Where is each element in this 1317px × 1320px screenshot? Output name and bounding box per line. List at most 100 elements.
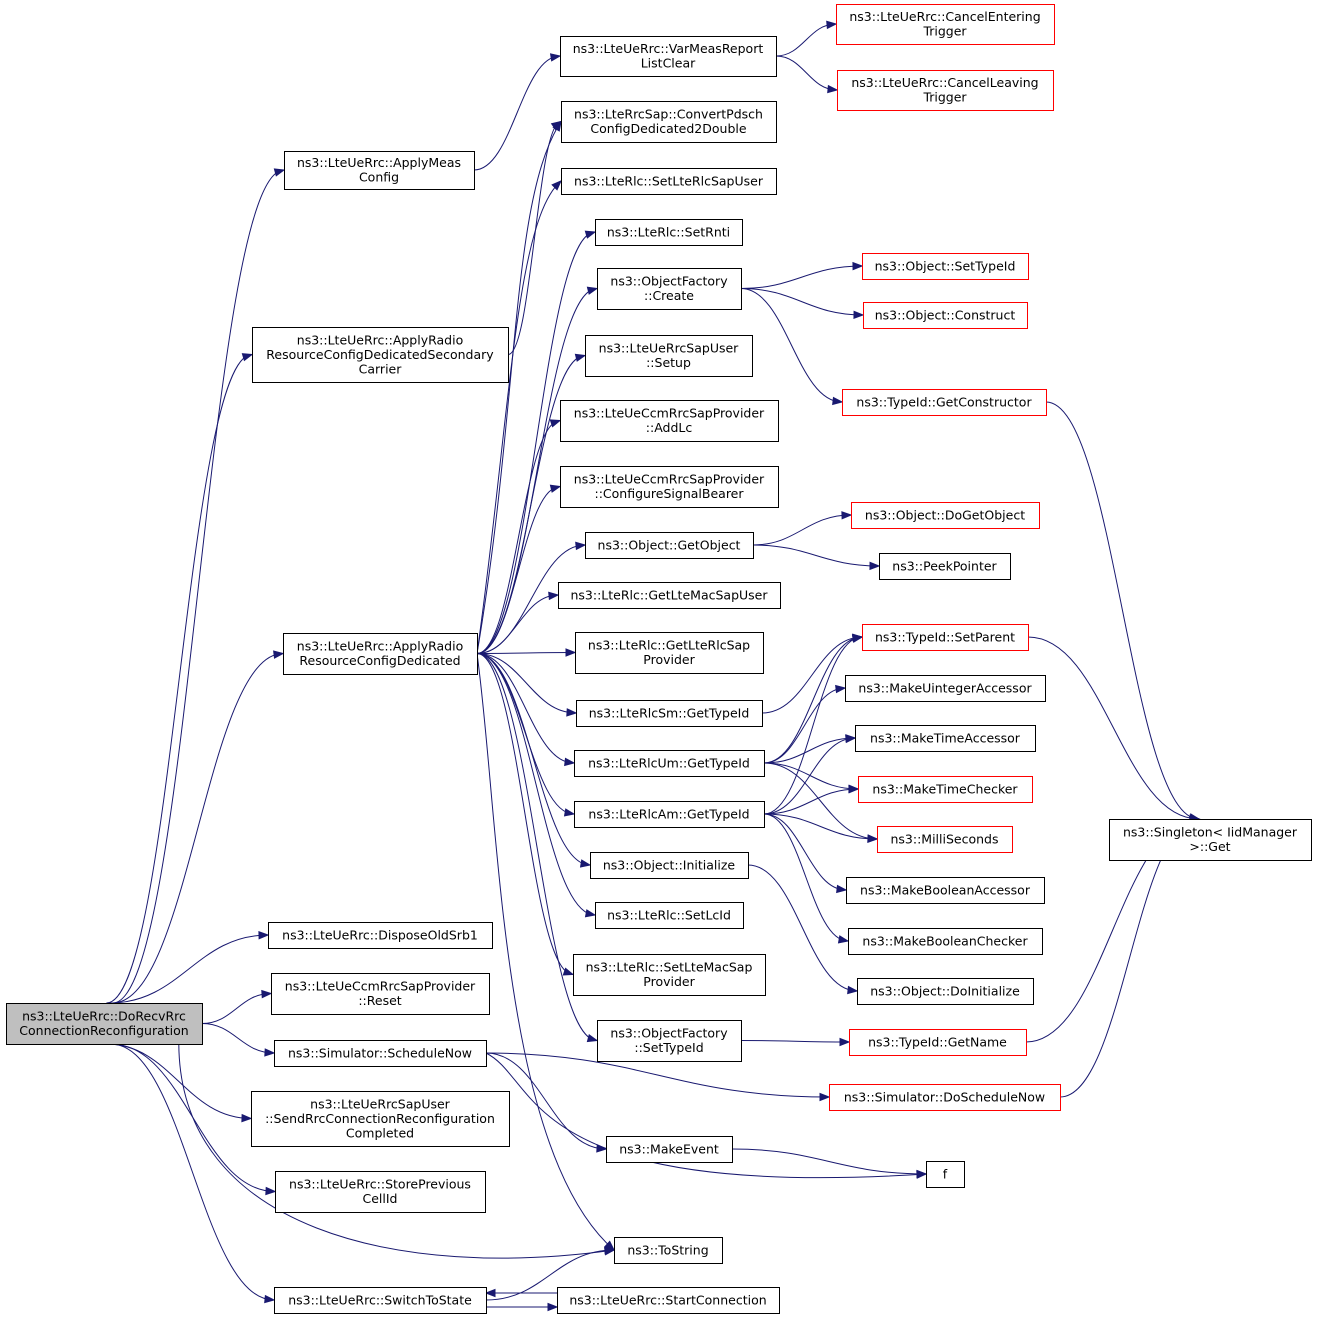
node-box bbox=[829, 1084, 1061, 1111]
node-setLcId[interactable]: ns3::LteRlc::SetLcId bbox=[595, 902, 744, 929]
node-label-line: ConfigDedicated2Double bbox=[590, 121, 746, 136]
node-makeEvent[interactable]: ns3::MakeEvent bbox=[606, 1136, 733, 1163]
node-makeBoolAcc[interactable]: ns3::MakeBooleanAccessor bbox=[846, 877, 1045, 904]
node-doSchedNow[interactable]: ns3::Simulator::DoScheduleNow bbox=[829, 1084, 1061, 1111]
node-fFunc[interactable]: f bbox=[926, 1161, 965, 1188]
arrowhead bbox=[836, 884, 848, 894]
node-label-line: Provider bbox=[643, 974, 695, 989]
node-label-line: ns3::LteRlcUm::GetTypeId bbox=[588, 755, 750, 770]
node-label-line: ns3::LteRlc::GetLteMacSapUser bbox=[571, 587, 769, 602]
edge-makeEvent-to-fFunc bbox=[731, 1148, 928, 1179]
node-box bbox=[1109, 819, 1312, 861]
node-label-line: ResourceConfigDedicated bbox=[299, 653, 460, 668]
arrowhead bbox=[551, 180, 562, 191]
node-getCtor[interactable]: ns3::TypeId::GetConstructor bbox=[842, 389, 1047, 416]
edge-doRecv-to-sendRrc bbox=[106, 1043, 253, 1123]
node-box bbox=[557, 1287, 780, 1314]
edge-doRecv-to-storePrev bbox=[110, 1043, 277, 1196]
node-setParent[interactable]: ns3::TypeId::SetParent bbox=[862, 624, 1029, 651]
node-applyRadioSec[interactable]: ns3::LteUeRrc::ApplyRadioResourceConfigD… bbox=[252, 327, 509, 383]
node-setRlcSapUser[interactable]: ns3::LteRlc::SetLteRlcSapUser bbox=[561, 168, 777, 195]
arrowhead bbox=[869, 561, 881, 571]
node-label-line: ResourceConfigDedicatedSecondary bbox=[266, 347, 494, 362]
node-ofSetType[interactable]: ns3::ObjectFactory::SetTypeId bbox=[597, 1020, 742, 1062]
node-confSignal[interactable]: ns3::LteUeCcmRrcSapProvider::ConfigureSi… bbox=[560, 466, 779, 508]
node-makeTimeChk[interactable]: ns3::MakeTimeChecker bbox=[858, 776, 1033, 803]
node-rlcUmType[interactable]: ns3::LteRlcUm::GetTypeId bbox=[574, 750, 765, 777]
node-applyRadio[interactable]: ns3::LteUeRrc::ApplyRadioResourceConfigD… bbox=[283, 633, 478, 675]
nodes-layer: ns3::LteUeRrc::DoRecvRrcConnectionReconf… bbox=[6, 4, 1312, 1314]
node-box bbox=[845, 675, 1046, 702]
node-label-line: ns3::TypeId::SetParent bbox=[875, 629, 1015, 644]
node-startConn[interactable]: ns3::LteUeRrc::StartConnection bbox=[557, 1287, 780, 1314]
node-sendRrc[interactable]: ns3::LteUeRrcSapUser::SendRrcConnectionR… bbox=[251, 1091, 510, 1147]
arrowhead bbox=[851, 634, 864, 643]
node-scheduleNow[interactable]: ns3::Simulator::ScheduleNow bbox=[274, 1040, 487, 1067]
edge-applyRadio-to-getMacSapUser bbox=[476, 591, 560, 654]
node-addLc[interactable]: ns3::LteUeCcmRrcSapProvider::AddLc bbox=[560, 400, 779, 442]
node-label-line: ns3::LteUeRrc::SwitchToState bbox=[288, 1292, 472, 1307]
arrowhead bbox=[841, 511, 853, 520]
node-label-line: ns3::MakeUintegerAccessor bbox=[858, 680, 1032, 695]
node-switchState[interactable]: ns3::LteUeRrc::SwitchToState bbox=[274, 1287, 487, 1314]
arrowhead bbox=[273, 168, 286, 177]
node-label-line: ns3::LteUeRrc::DisposeOldSrb1 bbox=[282, 927, 478, 942]
arrowhead bbox=[839, 1037, 851, 1047]
arrowhead bbox=[845, 734, 857, 744]
node-getName[interactable]: ns3::TypeId::GetName bbox=[849, 1029, 1027, 1056]
node-peekPtr[interactable]: ns3::PeekPointer bbox=[879, 553, 1011, 580]
arrowhead bbox=[549, 419, 562, 428]
node-makeBoolChk[interactable]: ns3::MakeBooleanChecker bbox=[848, 928, 1043, 955]
arrowhead bbox=[586, 286, 599, 295]
node-doRecv[interactable]: ns3::LteUeRrc::DoRecvRrcConnectionReconf… bbox=[6, 1003, 203, 1045]
node-box bbox=[590, 852, 749, 879]
node-rrcSapSetup[interactable]: ns3::LteUeRrcSapUser::Setup bbox=[585, 335, 753, 377]
node-label-line: ns3::Object::Construct bbox=[875, 307, 1016, 322]
node-ccmReset[interactable]: ns3::LteUeCcmRrcSapProvider::Reset bbox=[271, 973, 490, 1015]
node-label-line: ns3::Object::DoGetObject bbox=[865, 507, 1025, 522]
node-getObject[interactable]: ns3::Object::GetObject bbox=[585, 532, 754, 559]
node-objSetType[interactable]: ns3::Object::SetTypeId bbox=[862, 253, 1029, 280]
edge-applyRadio-to-toString bbox=[476, 653, 616, 1251]
node-label-line: ns3::Simulator::ScheduleNow bbox=[288, 1045, 472, 1060]
node-label-line: CellId bbox=[363, 1191, 398, 1206]
node-makeTimeAcc[interactable]: ns3::MakeTimeAccessor bbox=[855, 725, 1036, 752]
node-label-line: ::Create bbox=[644, 288, 694, 303]
node-box bbox=[284, 151, 475, 190]
node-milliSec[interactable]: ns3::MilliSeconds bbox=[877, 826, 1013, 853]
node-label-line: Completed bbox=[346, 1125, 414, 1140]
node-singleton[interactable]: ns3::Singleton< IidManager>::Get bbox=[1109, 819, 1312, 861]
node-objConstruct[interactable]: ns3::Object::Construct bbox=[863, 302, 1028, 329]
edge-doRecv-to-applyRadioSec bbox=[106, 353, 254, 1004]
node-convertPdsch[interactable]: ns3::LteRrcSap::ConvertPdschConfigDedica… bbox=[561, 101, 777, 143]
node-ofCreate[interactable]: ns3::ObjectFactory::Create bbox=[597, 268, 742, 310]
node-toString[interactable]: ns3::ToString bbox=[614, 1237, 723, 1264]
node-makeUintAcc[interactable]: ns3::MakeUintegerAccessor bbox=[845, 675, 1046, 702]
node-label-line: Config bbox=[359, 170, 399, 185]
node-doGetObj[interactable]: ns3::Object::DoGetObject bbox=[851, 502, 1040, 529]
node-objInit[interactable]: ns3::Object::Initialize bbox=[590, 852, 749, 879]
node-doInit[interactable]: ns3::Object::DoInitialize bbox=[857, 978, 1034, 1005]
node-label-line: ns3::MakeBooleanAccessor bbox=[860, 882, 1031, 897]
arrowhead bbox=[265, 1186, 277, 1196]
node-box bbox=[862, 624, 1029, 651]
node-label-line: ns3::Object::Initialize bbox=[603, 857, 736, 872]
node-setRnti[interactable]: ns3::LteRlc::SetRnti bbox=[595, 219, 743, 246]
arrowhead bbox=[916, 1169, 928, 1179]
node-rlcAmType[interactable]: ns3::LteRlcAm::GetTypeId bbox=[574, 801, 765, 828]
node-label-line: ns3::PeekPointer bbox=[892, 558, 997, 573]
node-rlcSmType[interactable]: ns3::LteRlcSm::GetTypeId bbox=[576, 700, 763, 727]
arrowhead bbox=[547, 1302, 559, 1312]
arrowhead bbox=[586, 1033, 599, 1043]
node-getMacSapUser[interactable]: ns3::LteRlc::GetLteMacSapUser bbox=[558, 582, 781, 609]
node-label-line: ns3::LteRrcSap::ConvertPdsch bbox=[574, 107, 763, 122]
node-disposeOld[interactable]: ns3::LteUeRrc::DisposeOldSrb1 bbox=[268, 922, 493, 949]
